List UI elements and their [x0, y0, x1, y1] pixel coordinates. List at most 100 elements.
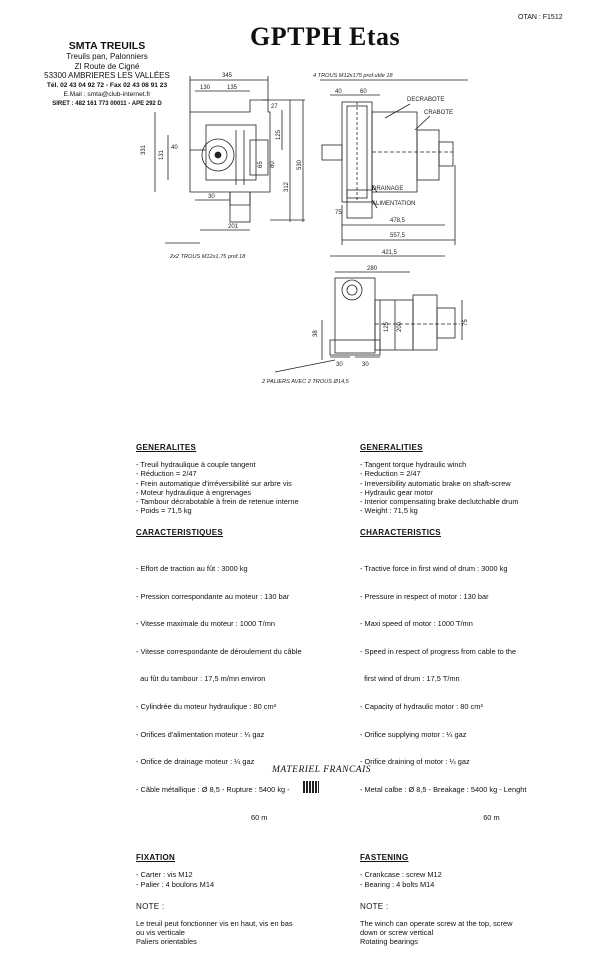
fr-char-item: - Effort de traction au fût : 3000 kg: [136, 564, 248, 574]
company-address-city: 53300 AMBRIERES LES VALLÉES: [44, 71, 170, 81]
en-general-item: - Irreversibility automatic brake on sha…: [360, 478, 511, 488]
footer-materiel: MATERIEL FRANCAIS: [272, 765, 372, 775]
note-2x2-trous: 2x2 TROUS M12x1,75 prof.18: [169, 254, 246, 260]
french-column: GENERALITES - Treuil hydraulique à coupl…: [136, 443, 361, 960]
fr-general-item: - Poids = 71,5 kg: [136, 506, 192, 516]
en-char-item: 60 m: [360, 812, 500, 822]
fr-general-title: GENERALITES: [136, 443, 197, 452]
dim-30c: 30: [362, 362, 369, 368]
dim-30b: 30: [336, 362, 343, 368]
dim-280: 280: [367, 266, 378, 272]
company-tagline: Treuils pan, Palonniers: [66, 52, 148, 61]
document-title: GPTPH Etas: [250, 22, 401, 51]
en-fix-item: - Bearing : 4 bolts M14: [360, 879, 435, 889]
fr-note-item: Le treuil peut fonctionner vis en haut, …: [136, 918, 293, 928]
company-name: SMTA TREUILS: [68, 40, 146, 52]
dim-75b: 75: [463, 319, 469, 326]
dim-40b: 40: [335, 89, 342, 95]
dim-557: 557,5: [390, 233, 406, 239]
en-general-item: - Interior compensating brake declutchab…: [360, 497, 519, 507]
company-email: E.Mail : smta@club-internet.fr: [63, 91, 151, 99]
front-view: [320, 79, 468, 245]
en-char-item: first wind of drum : 17,5 T/mn: [360, 674, 460, 684]
dim-131: 131: [159, 149, 165, 160]
fr-fix-item: - Carter : vis M12: [136, 870, 193, 880]
flag-icon: [303, 781, 319, 793]
fr-char-item: - Vitesse correspondante de déroulement …: [136, 646, 302, 656]
fr-char-item: 60 m: [136, 812, 268, 822]
fr-char-title: CARACTERISTIQUES: [136, 528, 224, 538]
fr-char-item: au fût du tambour : 17,5 m/mn environ: [136, 674, 266, 684]
dim-75: 75: [335, 210, 342, 216]
en-general-item: - Hydraulic gear motor: [360, 487, 434, 497]
label-crabote: CRABOTE: [424, 110, 453, 116]
fr-general-item: - Treuil hydraulique à couple tangent: [136, 460, 256, 470]
en-note-item: down or screw vertical: [360, 928, 434, 938]
en-char-section: CHARACTERISTICS - Tractive force in firs…: [360, 528, 585, 840]
dim-40: 40: [171, 145, 178, 151]
dim-200: 200: [397, 321, 403, 332]
dim-345: 345: [222, 73, 233, 79]
company-phone: Tél. 02 43 04 92 72 - Fax 02 43 08 91 23: [46, 81, 168, 89]
fr-char-item: - Orifice de drainage moteur : ¼ gaz: [136, 757, 255, 767]
en-char-item: - Speed in respect of progress from cabl…: [360, 646, 517, 656]
en-char-title: CHARACTERISTICS: [360, 528, 441, 538]
note-2-paliers: 2 PALIERS AVEC 2 TROUS Ø14,5: [261, 379, 350, 385]
document-reference: OTAN : F1512: [518, 14, 563, 21]
top-view: [274, 255, 463, 373]
dim-135: 135: [227, 85, 238, 91]
fr-char-section: CARACTERISTIQUES - Effort de traction au…: [136, 528, 361, 840]
en-char-item: - Maxi speed of motor : 1000 T/mn: [360, 619, 473, 629]
label-decrabote: DECRABOTE: [407, 97, 444, 103]
dim-80: 80: [270, 161, 276, 168]
en-char-item: - Metal calbe : Ø 8,5 - Breakage : 5400 …: [360, 784, 527, 794]
dim-312: 312: [284, 181, 290, 192]
dim-30: 30: [208, 194, 215, 200]
fr-note-item: Paliers orientables: [136, 937, 197, 947]
fr-general-section: GENERALITES - Treuil hydraulique à coupl…: [136, 443, 361, 515]
fr-fix-item: - Palier : 4 boulons M14: [136, 879, 215, 889]
label-drainage: DRAINAGE: [372, 186, 403, 192]
fr-general-item: - Frein automatique d'irréversibilité su…: [136, 478, 292, 488]
en-general-title: GENERALITIES: [360, 443, 423, 452]
en-char-item: - Capacity of hydraulic motor : 80 cm³: [360, 702, 483, 712]
dim-130: 130: [200, 85, 211, 91]
fr-general-item: - Réduction = 2/47: [136, 469, 197, 479]
en-char-item: - Tractive force in first wind of drum :…: [360, 564, 508, 574]
en-general-item: - Reduction = 2/47: [360, 469, 421, 479]
side-view: [154, 76, 305, 244]
technical-drawing: 345 130 135 27 331 131 40 30 201 65 80 1…: [141, 73, 469, 385]
fr-char-item: - Pression correspondante au moteur : 13…: [136, 591, 290, 601]
en-fix-title: FASTENING: [360, 853, 409, 863]
en-note-item: Rotating bearings: [360, 937, 418, 947]
en-general-item: - Weight : 71,5 kg: [360, 506, 418, 516]
dim-125: 125: [276, 129, 282, 140]
fr-char-item: - Cylindrée du moteur hydraulique : 80 c…: [136, 702, 277, 712]
company-siret: SIRET : 482 161 773 00011 - APE 292 D: [52, 100, 162, 107]
en-general-item: - Tangent torque hydraulic winch: [360, 460, 467, 470]
fr-fix-title: FIXATION: [136, 853, 176, 863]
fr-note-title: NOTE :: [136, 901, 165, 911]
dim-27: 27: [271, 104, 278, 110]
en-char-item: - Pressure in respect of motor : 130 bar: [360, 591, 489, 601]
en-char-item: - Orifice draining of motor : ¼ gaz: [360, 757, 470, 767]
dim-530: 530: [297, 159, 303, 170]
dim-478: 478,5: [390, 218, 406, 224]
dim-201: 201: [228, 224, 239, 230]
english-column: GENERALITIES - Tangent torque hydraulic …: [360, 443, 585, 960]
dim-125b: 125: [384, 321, 390, 332]
note-4-trous: 4 TROUS M12x175 prof.utile 18: [313, 73, 393, 79]
fr-char-item: - Orifices d'alimentation moteur : ¼ gaz: [136, 729, 265, 739]
company-block: SMTA TREUILS Treuils pan, Palonniers ZI …: [22, 40, 192, 110]
label-alimentation: ALIMENTATION: [372, 201, 415, 207]
en-fix-item: - Crankcase : screw M12: [360, 870, 442, 880]
fr-general-item: - Tambour décrabotable à frein de retenu…: [136, 497, 299, 507]
dim-65: 65: [258, 161, 264, 168]
fr-note-section: NOTE : Le treuil peut fonctionner vis en…: [136, 902, 361, 947]
company-address-street: ZI Route de Cigné: [74, 61, 140, 71]
dim-421: 421,5: [382, 250, 398, 256]
en-fix-section: FASTENING - Crankcase : screw M12 - Bear…: [360, 853, 585, 889]
en-general-section: GENERALITIES - Tangent torque hydraulic …: [360, 443, 585, 515]
fr-char-item: - Vitesse maximale du moteur : 1000 T/mn: [136, 619, 275, 629]
en-note-item: The winch can operate screw at the top, …: [360, 918, 513, 928]
